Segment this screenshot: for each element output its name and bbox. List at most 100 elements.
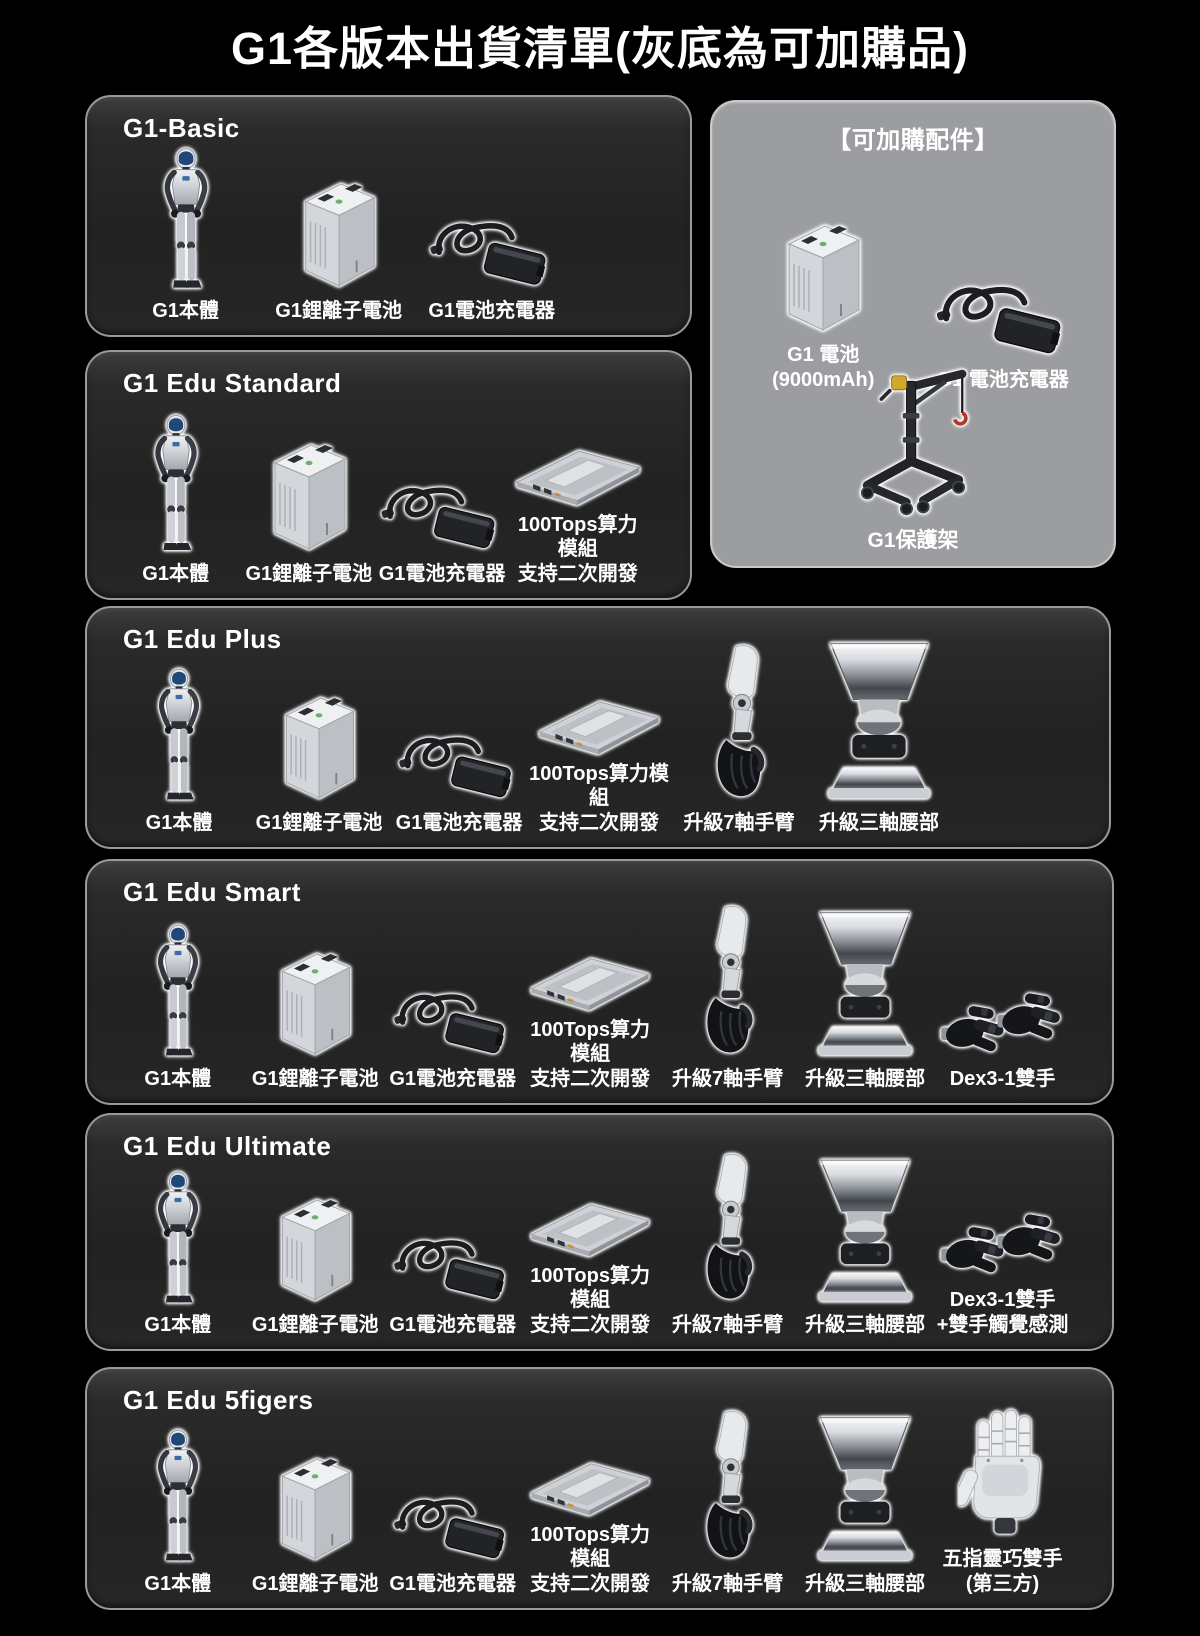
item-label: G1鋰離子電池	[245, 562, 373, 585]
waist-actuator-icon	[818, 641, 940, 806]
item-label: 升級7軸手臂	[672, 1572, 784, 1595]
item-dex3-hands: Dex3-1雙手	[934, 871, 1071, 1095]
waist-actuator-icon	[809, 1415, 921, 1567]
item-label: Dex3-1雙手	[949, 1067, 1056, 1090]
item-arm-7axis: 升級7軸手臂	[659, 871, 796, 1095]
charger-icon	[427, 207, 557, 294]
item-li-battery: G1鋰離子電池	[246, 1125, 383, 1341]
item-arm-7axis: 升級7軸手臂	[659, 1125, 796, 1341]
battery-icon	[267, 944, 363, 1062]
panel-g1-edu-ultimate: G1 Edu Ultimate G1本體 G1鋰離子電池 G1電池充電器 100…	[85, 1113, 1114, 1351]
item-dex3-hands-tactile: Dex3-1雙手 +雙手觸覺感測	[934, 1125, 1071, 1341]
item-label: 100Tops算力模組 支持二次開發	[530, 1264, 651, 1336]
panel-g1-edu-standard: G1 Edu Standard G1本體 G1鋰離子電池 G1電池充電器 100…	[85, 350, 692, 600]
item-g1-body: G1本體	[109, 1379, 246, 1600]
panel-title: G1 Edu Standard	[123, 368, 342, 398]
battery-icon	[259, 435, 359, 557]
g1-robot-icon	[148, 922, 208, 1062]
g1-robot-icon	[154, 146, 218, 294]
item-label: G1 電池 (9000mAh)	[772, 344, 875, 391]
item-g1-body: G1本體	[109, 107, 262, 327]
item-label: G1鋰離子電池	[251, 1572, 379, 1595]
item-g1-body: G1本體	[109, 1125, 246, 1341]
charger-icon	[933, 270, 1073, 363]
item-label: 升級7軸手臂	[672, 1067, 784, 1090]
item-waist-3axis: 升級三軸腰部	[796, 871, 933, 1095]
item-label: 升級三軸腰部	[819, 811, 939, 834]
dex-hands-icon	[939, 982, 1067, 1062]
battery-icon	[267, 1190, 363, 1308]
battery-icon	[290, 174, 388, 294]
item-label: G1電池充電器	[395, 811, 523, 834]
five-finger-hand-icon	[959, 1406, 1047, 1542]
item-li-battery: G1鋰離子電池	[249, 618, 389, 839]
items-row: G1本體 G1鋰離子電池 G1電池充電器	[109, 107, 676, 327]
item-label: 升級7軸手臂	[672, 1313, 784, 1336]
items-row: G1本體 G1鋰離子電池 G1電池充電器 100Tops算力模組 支持二次開發 …	[109, 871, 1098, 1095]
compute-module-icon	[509, 442, 647, 508]
item-label: 100Tops算力模組 支持二次開發	[517, 513, 638, 585]
item-label: G1本體	[144, 1572, 212, 1595]
item-li-battery: G1鋰離子電池	[246, 1379, 383, 1600]
item-label: G1鋰離子電池	[255, 811, 383, 834]
item-battery-charger: G1電池充電器	[384, 871, 521, 1095]
panel-title: G1-Basic	[123, 113, 240, 143]
item-label: G1鋰離子電池	[251, 1067, 379, 1090]
panel-g1-basic: G1-Basic G1本體 G1鋰離子電池 G1電池充電器	[85, 95, 692, 337]
item-label: 升級7軸手臂	[683, 811, 795, 834]
panel-title: G1 Edu Plus	[123, 624, 282, 654]
item-label: 100Tops算力模組 支持二次開發	[529, 762, 669, 834]
item-waist-3axis: 升級三軸腰部	[796, 1379, 933, 1600]
item-protection-stand: G1保護架	[712, 402, 1114, 558]
battery-icon	[267, 1449, 363, 1567]
battery-icon	[271, 688, 367, 806]
item-compute-module: 100Tops算力模組 支持二次開發	[521, 1379, 658, 1600]
g1-robot-icon	[148, 1170, 208, 1308]
item-li-battery: G1鋰離子電池	[242, 362, 375, 590]
charger-icon	[391, 1225, 515, 1308]
robot-arm-icon	[703, 641, 775, 806]
item-five-finger-hands: 五指靈巧雙手 (第三方)	[934, 1379, 1071, 1600]
item-label: G1本體	[145, 811, 213, 834]
item-label: G1本體	[142, 562, 209, 585]
g1-robot-icon	[149, 666, 209, 806]
item-label: Dex3-1雙手 +雙手觸覺感測	[936, 1289, 1069, 1336]
item-label: G1電池充電器	[428, 299, 556, 322]
panel-g1-edu-5figers: G1 Edu 5figers G1本體 G1鋰離子電池 G1電池充電器 100T…	[85, 1367, 1114, 1610]
robot-arm-icon	[693, 1150, 763, 1308]
item-label: G1保護架	[867, 529, 959, 553]
item-g1-body: G1本體	[109, 618, 249, 839]
item-label: G1電池充電器	[389, 1067, 517, 1090]
panel-g1-edu-plus: G1 Edu Plus G1本體 G1鋰離子電池 G1電池充電器 100Tops…	[85, 606, 1111, 849]
item-arm-7axis: 升級7軸手臂	[669, 618, 809, 839]
item-compute-module: 100Tops算力模組 支持二次開發	[509, 362, 647, 590]
item-label: G1本體	[144, 1067, 212, 1090]
item-label: G1鋰離子電池	[275, 299, 402, 322]
item-label: G1本體	[144, 1313, 212, 1336]
item-waist-3axis: 升級三軸腰部	[796, 1125, 933, 1341]
item-battery-charger: G1電池充電器	[384, 1379, 521, 1600]
item-g1-body: G1本體	[109, 362, 242, 590]
waist-actuator-icon	[809, 1158, 921, 1308]
item-g1-body: G1本體	[109, 871, 246, 1095]
item-label: G1電池充電器	[378, 562, 506, 585]
item-battery-charger: G1電池充電器	[384, 1125, 521, 1341]
g1-robot-icon	[145, 412, 207, 557]
item-compute-module: 100Tops算力模組 支持二次開發	[529, 618, 669, 839]
panel-addons: 【可加購配件】 G1 電池 (9000mAh) G1 電池充電器 G1保護架	[710, 100, 1116, 568]
battery-icon	[773, 216, 873, 338]
charger-icon	[391, 1484, 515, 1567]
page-title: G1各版本出貨清單(灰底為可加購品)	[230, 23, 969, 74]
dex-hands-icon	[939, 1203, 1067, 1283]
item-arm-7axis: 升級7軸手臂	[659, 1379, 796, 1600]
items-row: G1本體 G1鋰離子電池 G1電池充電器 100Tops算力模組 支持二次開發 …	[109, 618, 1095, 839]
item-label: G1電池充電器	[389, 1572, 517, 1595]
compute-module-icon	[524, 1196, 656, 1259]
item-battery-charger: G1電池充電器	[375, 362, 508, 590]
item-compute-module: 100Tops算力模組 支持二次開發	[521, 871, 658, 1095]
items-row: G1 電池 (9000mAh) G1 電池充電器	[726, 146, 1100, 396]
item-compute-module: 100Tops算力模組 支持二次開發	[521, 1125, 658, 1341]
item-label: 五指靈巧雙手 (第三方)	[942, 1548, 1063, 1595]
hoist-stand-icon	[834, 355, 992, 523]
panel-title: G1 Edu Smart	[123, 877, 301, 907]
